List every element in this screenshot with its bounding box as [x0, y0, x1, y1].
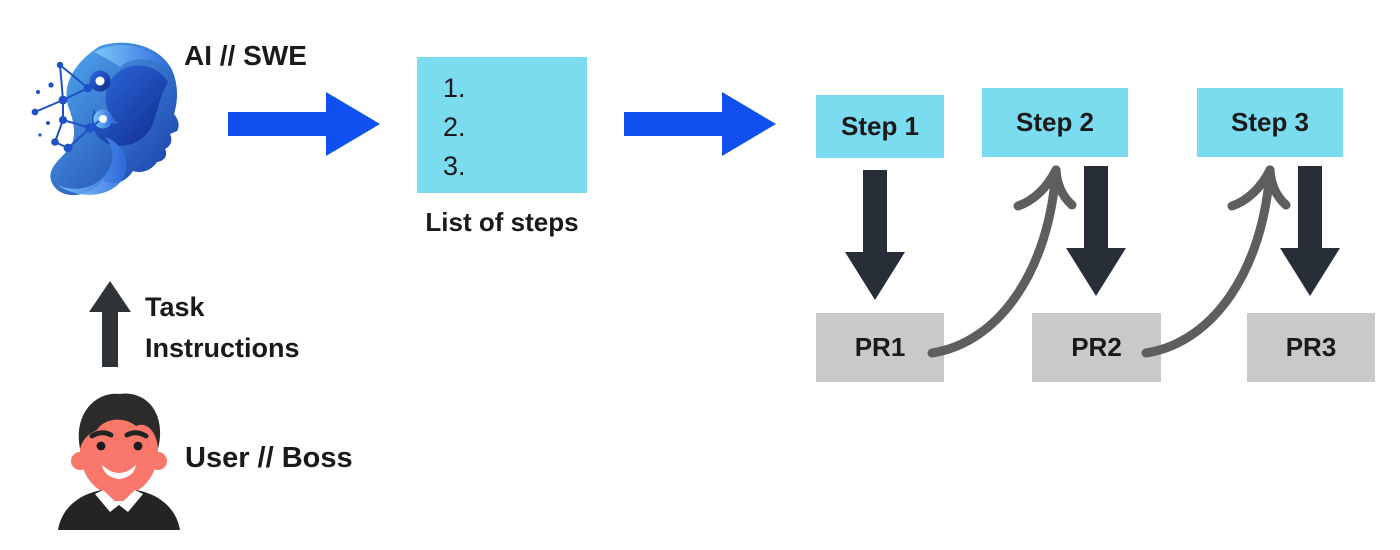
ai-head-bottom-wave [56, 137, 127, 195]
right-arrow-icon [624, 92, 776, 156]
user-actor-label: User // Boss [185, 442, 353, 474]
ai-actor-label: AI // SWE [184, 40, 307, 71]
down-arrow-icon [1280, 166, 1340, 296]
curved-feedback-arrows [927, 165, 1291, 358]
down-arrow-icon [845, 170, 905, 300]
avatar-face [80, 406, 158, 496]
avatar-brow-left [89, 430, 114, 439]
step2-to-pr2-arrow [1066, 166, 1126, 296]
flow-arrow-ai-to-list [228, 92, 380, 156]
arrowhead-right-barb [1051, 165, 1077, 210]
step3-to-pr3-arrow [1280, 166, 1340, 296]
list-item-3: 3. [443, 151, 466, 181]
list-of-steps-caption: List of steps [425, 207, 579, 237]
task-label-line2: Instructions [145, 333, 300, 363]
list-item-1: 1. [443, 73, 466, 103]
down-arrow-icon [1066, 166, 1126, 296]
avatar-eye-right [133, 441, 143, 451]
list-of-steps-box: 1. 2. 3. [417, 57, 587, 193]
ai-head-icon [31, 42, 179, 196]
ai-swirl-1-hole [95, 76, 105, 86]
avatar-hair [78, 393, 161, 449]
step-1-box: Step 1 [816, 95, 944, 158]
network-lines-icon [34, 64, 100, 149]
step-3-label: Step 3 [1230, 107, 1310, 137]
pr2-to-step3-arrow [1141, 165, 1291, 358]
step-2-label: Step 2 [1015, 107, 1095, 137]
avatar-collar-left [95, 490, 119, 512]
pr-1-box: PR1 [816, 313, 944, 382]
step-3-box: Step 3 [1197, 88, 1343, 157]
task-arrow-label: Task Instructions [145, 287, 300, 369]
step-1-label: Step 1 [840, 111, 920, 141]
pr-2-label: PR2 [1071, 332, 1122, 362]
flow-arrow-list-to-steps [624, 92, 776, 156]
list-item-2: 2. [443, 112, 466, 142]
avatar-smile [102, 465, 136, 479]
task-label-line1: Task [145, 292, 205, 322]
pr-1-label: PR1 [854, 332, 906, 362]
avatar-collar-right [119, 490, 143, 512]
up-arrow-icon [89, 281, 131, 367]
avatar-eye-left [96, 441, 106, 451]
avatar-brow-right [124, 430, 149, 439]
person-avatar-icon [58, 393, 180, 530]
user-to-ai-arrow [89, 281, 131, 367]
pr-2-box: PR2 [1032, 313, 1161, 382]
pr-3-label: PR3 [1285, 332, 1337, 362]
step1-to-pr1-arrow [845, 170, 905, 300]
ai-head-top-wave [94, 45, 171, 72]
avatar-neck [108, 487, 130, 501]
pr1-to-step2-arrow [927, 165, 1077, 358]
network-nodes-icon [31, 61, 95, 153]
arrowhead-right-barb [1265, 165, 1291, 210]
step-2-box: Step 2 [982, 88, 1128, 157]
ai-swirl-2-hole [99, 115, 107, 123]
right-arrow-icon [228, 92, 380, 156]
avatar-shirt [58, 490, 180, 530]
ai-head-inner-wave [92, 65, 168, 146]
pr-3-box: PR3 [1247, 313, 1375, 382]
